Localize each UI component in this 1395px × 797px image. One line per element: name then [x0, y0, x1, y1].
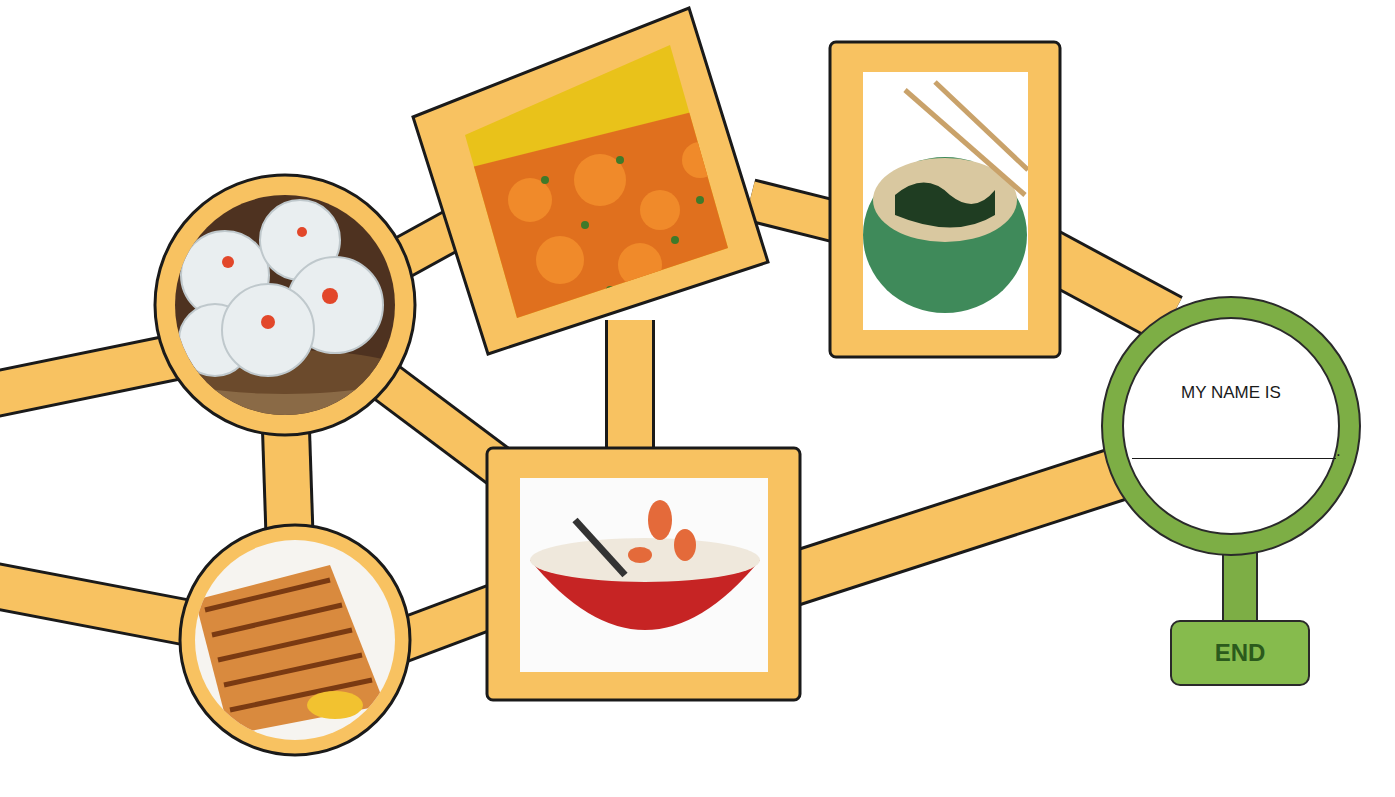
dumpling-photo — [155, 190, 415, 435]
blank-line — [1132, 458, 1336, 459]
end-tab: END — [1170, 620, 1310, 686]
name-circle: MY NAME IS. — [1100, 295, 1362, 557]
photo-frame — [155, 8, 1060, 755]
curry-photo — [450, 30, 750, 330]
blank-period: . — [1336, 441, 1341, 461]
sandwich-photo — [190, 535, 400, 745]
prompt-text: MY NAME IS — [1100, 383, 1362, 403]
noodle-photo — [863, 72, 1028, 330]
stem-connector — [1240, 551, 1241, 626]
ring-outline — [1100, 295, 1362, 557]
bowl-photo — [520, 478, 768, 672]
end-label: END — [1215, 639, 1266, 667]
